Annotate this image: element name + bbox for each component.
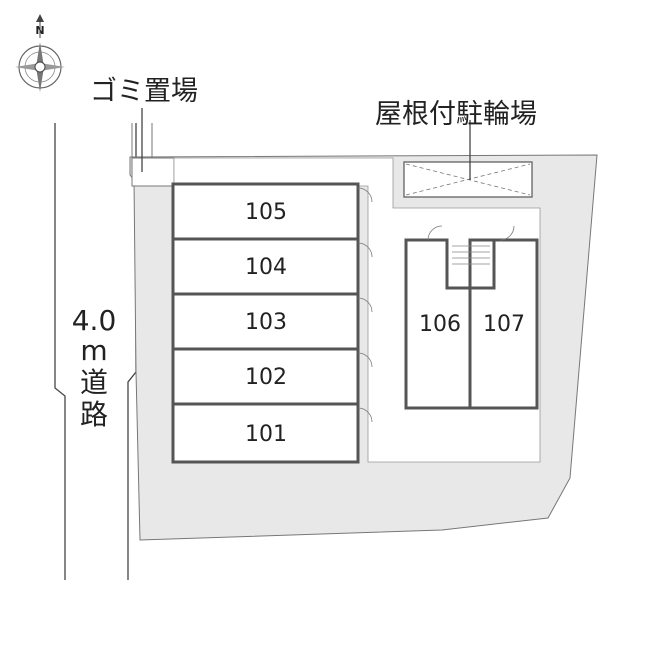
- unit-103-number: 103: [245, 310, 287, 335]
- road-label: 4.0 m 道 路: [72, 304, 117, 431]
- unit-101-number: 101: [245, 422, 287, 447]
- unit-104-number: 104: [245, 255, 287, 280]
- right-doors: [427, 225, 515, 241]
- bike-parking: [403, 120, 533, 198]
- unit-numbers: 105 104 103 102 101 106 107: [245, 200, 525, 447]
- trash-area: [131, 123, 175, 187]
- stairs: [452, 245, 490, 265]
- left-doors: [357, 187, 373, 423]
- road-width: 4.0: [72, 304, 117, 337]
- unit-107-number: 107: [483, 312, 525, 337]
- unit-106-number: 106: [419, 312, 461, 337]
- bike-parking-label: 屋根付駐輪場: [375, 99, 537, 130]
- trash-label: ゴミ置場: [90, 76, 198, 107]
- road-unit: m: [80, 334, 107, 367]
- unit-105-number: 105: [245, 200, 287, 225]
- road-word-2: 路: [80, 398, 108, 431]
- unit-102-number: 102: [245, 365, 287, 390]
- left-units: [171, 182, 360, 464]
- compass-icon: N: [15, 14, 65, 92]
- road-word-1: 道: [80, 366, 108, 399]
